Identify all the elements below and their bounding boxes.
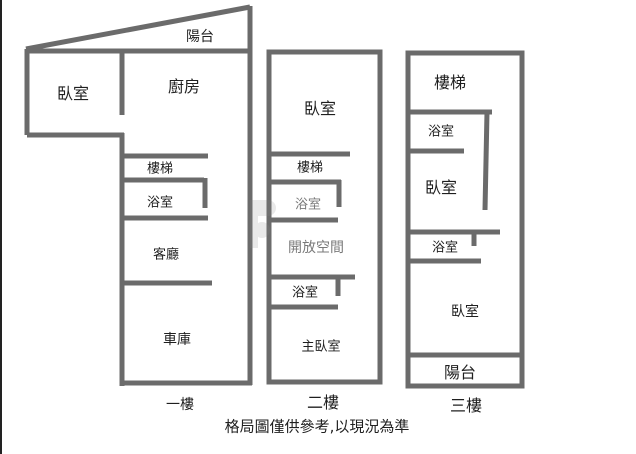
room-label-f2-master-bedroom: 主臥室	[301, 339, 341, 355]
room-label-f2-bedroom: 臥室	[303, 99, 337, 118]
room-label-f1-bathroom: 浴室	[146, 195, 174, 211]
floor-3-caption: 三樓	[449, 396, 483, 415]
room-label-f2-open-space: 開放空間	[288, 240, 344, 256]
floor-2-walls	[266, 49, 383, 385]
room-label-f3-stairs: 樓梯	[433, 73, 467, 92]
room-label-f3-balcony: 陽台	[443, 363, 477, 382]
room-label-f1-stairs: 樓梯	[146, 161, 174, 177]
disclaimer-note: 格局圖僅供參考,以現況為準	[224, 417, 410, 436]
room-label-f1-living-room: 客廳	[152, 247, 180, 263]
floor-1-caption: 一樓	[166, 397, 194, 413]
room-label-f3-bedroom-lower: 臥室	[451, 304, 479, 320]
room-label-f1-garage: 車庫	[163, 332, 191, 348]
floor-3-walls	[405, 50, 525, 389]
room-label-f1-balcony: 陽台	[186, 29, 214, 45]
room-label-f1-kitchen: 廚房	[167, 77, 201, 96]
image-left-border	[0, 0, 2, 454]
floor-2-caption: 二樓	[306, 393, 340, 412]
room-label-f2-bathroom-lower: 浴室	[291, 285, 319, 301]
room-label-f1-bedroom: 臥室	[56, 84, 90, 103]
room-label-f3-bathroom-upper: 浴室	[427, 124, 455, 140]
room-label-f3-bathroom-lower: 浴室	[431, 240, 459, 256]
room-label-f2-stairs: 樓梯	[296, 160, 324, 176]
room-label-f2-bathroom-upper: 浴室	[294, 197, 322, 213]
room-label-f3-bedroom-upper: 臥室	[424, 178, 458, 197]
floor-1-walls	[24, 4, 253, 386]
